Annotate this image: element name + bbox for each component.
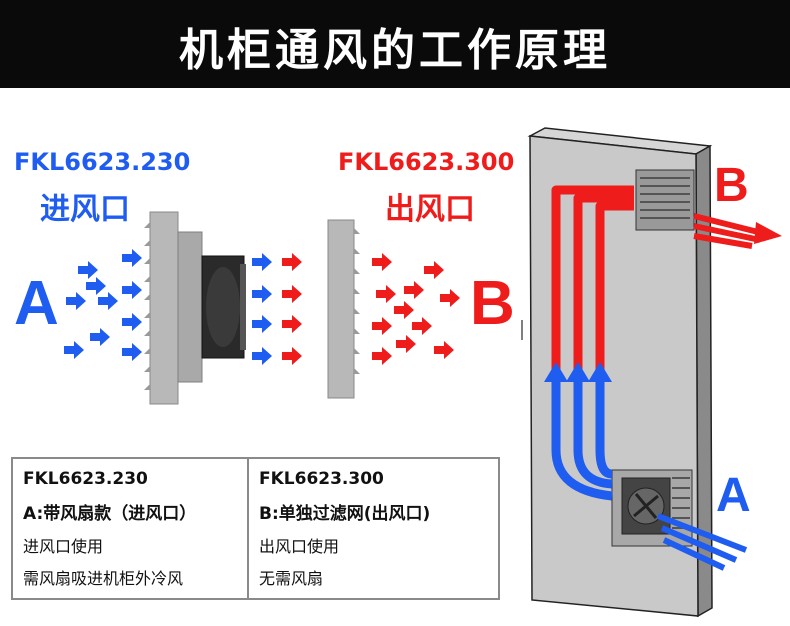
fan-filter-unit (144, 211, 246, 405)
left-model-label: FKL6623.230 (14, 148, 191, 176)
spec-left-model: FKL6623.230 (23, 469, 148, 489)
spec-column-filter: FKL6623.300 B:单独过滤网(出风口) 出风口使用 无需风扇 (249, 459, 498, 598)
inflow-arrows (64, 249, 142, 361)
right-unit-name: 出风口 (385, 192, 475, 227)
spec-right-usage: 出风口使用 (259, 537, 340, 556)
flow-letter-a: A (14, 269, 59, 338)
left-unit-name: 进风口 (40, 192, 130, 227)
transfer-arrows (252, 253, 302, 365)
spec-right-note: 无需风扇 (259, 569, 324, 588)
outflow-arrows (372, 253, 460, 365)
cabinet-letter-b: B (714, 159, 749, 212)
spec-left-usage: 进风口使用 (23, 537, 104, 556)
spec-right-model: FKL6623.300 (259, 469, 384, 489)
page-title: 机柜通风的工作原理 (179, 25, 611, 76)
title-banner: 机柜通风的工作原理 (0, 0, 790, 88)
cabinet-hot-exit (693, 213, 782, 249)
spec-table: FKL6623.230 A:带风扇款（进风口） 进风口使用 需风扇吸进机柜外冷风… (11, 457, 500, 600)
outlet-filter-unit (327, 219, 360, 399)
cabinet-cold-intake (656, 513, 748, 571)
spec-right-type: B:单独过滤网(出风口) (259, 504, 431, 524)
spec-column-fan: FKL6623.230 A:带风扇款（进风口） 进风口使用 需风扇吸进机柜外冷风 (13, 459, 249, 598)
right-model-label: FKL6623.300 (338, 148, 515, 176)
cabinet-hot-airflow (551, 185, 634, 372)
spec-left-type: A:带风扇款（进风口） (23, 504, 197, 524)
cabinet-cold-arrowheads (544, 362, 612, 382)
cabinet-cold-airflow (551, 380, 613, 501)
flow-letter-b: B (470, 269, 515, 338)
cabinet-letter-a: A (716, 469, 751, 522)
spec-left-note: 需风扇吸进机柜外冷风 (23, 569, 184, 588)
cabinet-top-grille (635, 169, 695, 231)
cabinet-bottom-fan (611, 469, 693, 547)
